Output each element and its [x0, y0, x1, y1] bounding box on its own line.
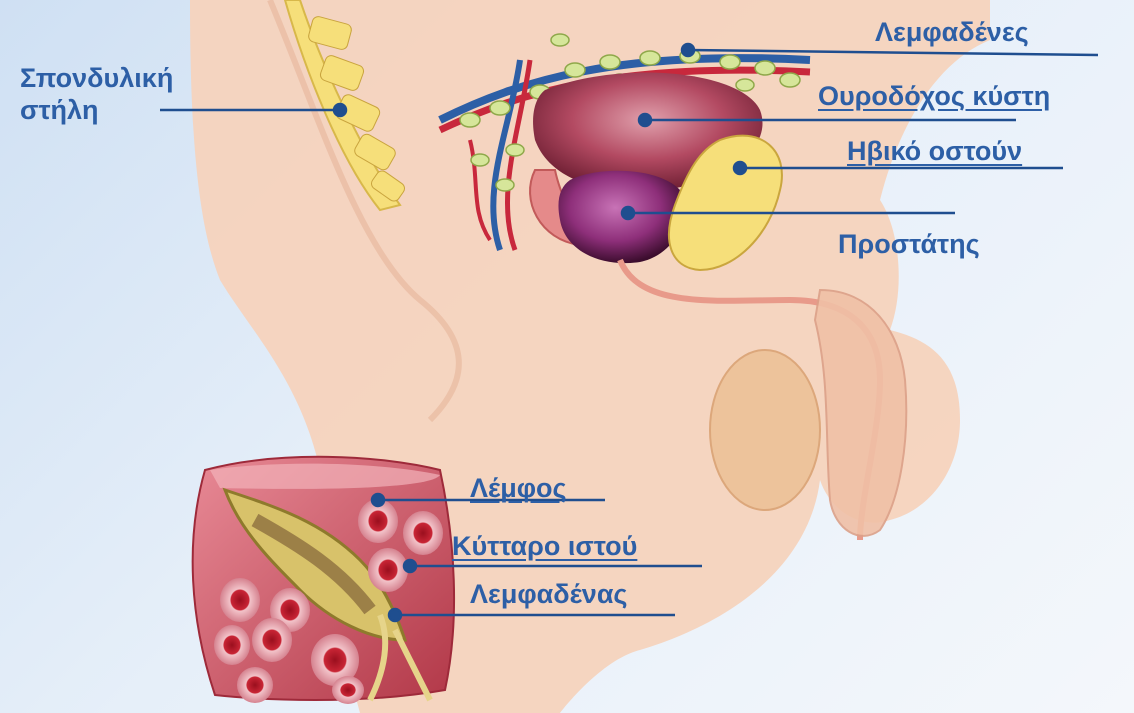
label-bladder: Ουροδόχος κύστη [818, 80, 1050, 112]
label-lymph-nodes: Λεμφαδένες [875, 16, 1029, 48]
penis-shape [815, 290, 906, 536]
label-tissue-cell: Κύτταρο ιστού [452, 530, 637, 562]
lymph-node-inset [193, 457, 454, 704]
label-prostate: Προστάτης [838, 228, 980, 260]
label-lymph-node: Λεμφαδένας [470, 578, 627, 610]
label-spine: Σπονδυλική στήλη [20, 62, 240, 127]
label-pubic-bone: Ηβικό οστούν [847, 135, 1022, 167]
label-lymph: Λέμφος [470, 472, 567, 504]
testicle-shape [710, 350, 820, 510]
